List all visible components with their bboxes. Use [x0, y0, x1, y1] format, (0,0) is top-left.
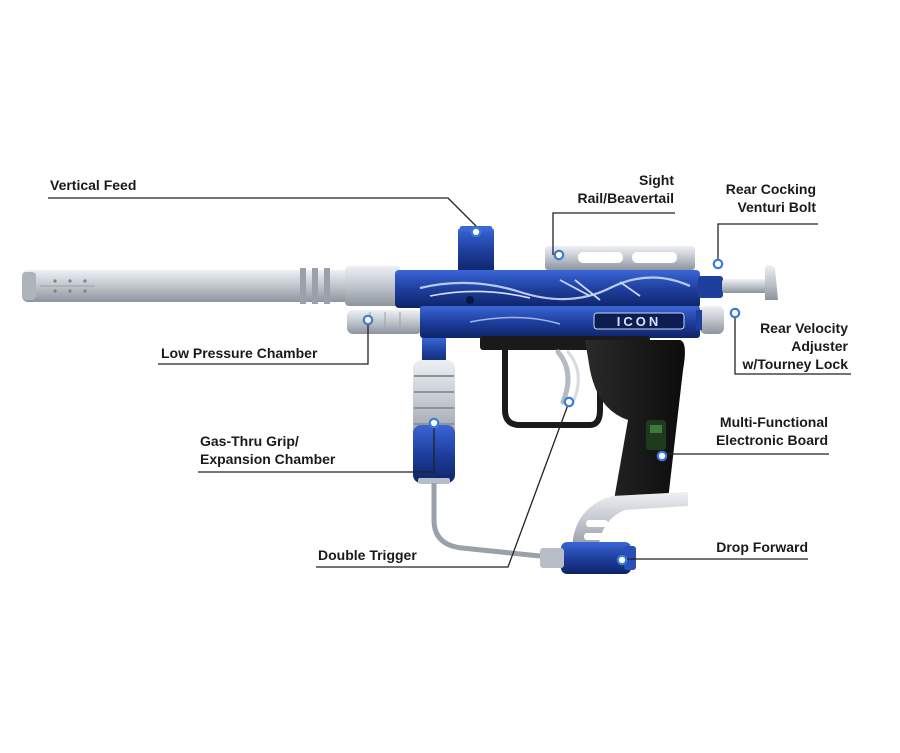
callout-dot-gas-thru-grip	[428, 417, 440, 429]
callout-dots	[362, 226, 741, 566]
label-line: Gas-Thru Grip/	[200, 433, 299, 449]
label-rear-velocity: Rear Velocity Adjuster w/Tourney Lock	[742, 319, 848, 373]
drop-forward	[540, 492, 688, 574]
callout-dot-sight-rail	[553, 249, 565, 261]
label-line: Venturi Bolt	[737, 199, 816, 215]
callout-line-sight-rail	[552, 212, 675, 255]
callout-line-low-pressure	[158, 322, 369, 365]
label-electronic-board: Multi-Functional Electronic Board	[716, 413, 828, 449]
callout-dot-rear-cocking	[712, 258, 724, 270]
callout-dot-vertical-feed	[470, 226, 482, 238]
label-drop-forward: Drop Forward	[716, 538, 808, 556]
gun-body: ICON	[395, 270, 700, 338]
callout-dot-drop-forward	[616, 554, 628, 566]
rear-bolt-assembly	[696, 265, 778, 334]
label-line: Drop Forward	[716, 539, 808, 555]
label-line: Electronic Board	[715, 432, 828, 448]
low-pressure-chamber	[347, 310, 422, 334]
label-line: Double Trigger	[318, 547, 417, 563]
callout-dot-rear-velocity	[729, 307, 741, 319]
label-low-pressure: Low Pressure Chamber	[161, 344, 317, 362]
callout-dot-electronic-board	[656, 450, 668, 462]
callout-line-vertical-feed	[48, 197, 477, 227]
callout-dot-low-pressure	[362, 314, 374, 326]
label-line: Multi-Functional	[719, 414, 828, 430]
label-line: Adjuster	[791, 338, 848, 354]
callout-line-gas-thru-grip	[198, 425, 435, 473]
callout-lines	[48, 197, 851, 568]
label-line: Rear Velocity	[760, 320, 848, 336]
callout-line-double-trigger	[316, 401, 570, 568]
label-rear-cocking: Rear Cocking Venturi Bolt	[726, 180, 816, 216]
label-line: Rear Cocking	[725, 181, 816, 197]
callout-line-rear-velocity	[734, 313, 851, 375]
gas-hose	[431, 483, 541, 559]
label-sight-rail: Sight Rail/Beavertail	[578, 171, 675, 207]
label-line: Sight	[639, 172, 674, 188]
label-gas-thru-grip: Gas-Thru Grip/ Expansion Chamber	[200, 432, 335, 468]
label-line: Vertical Feed	[50, 177, 137, 193]
callout-dot-double-trigger	[563, 396, 575, 408]
sight-rail	[545, 246, 695, 270]
label-line: Rail/Beavertail	[577, 190, 675, 206]
callout-line-rear-cocking	[717, 223, 818, 264]
label-vertical-feed: Vertical Feed	[50, 176, 136, 194]
barrel	[22, 266, 402, 306]
label-line: w/Tourney Lock	[742, 356, 848, 372]
brand-text: ICON	[617, 314, 662, 329]
label-line: Expansion Chamber	[200, 451, 336, 467]
label-double-trigger: Double Trigger	[318, 546, 417, 564]
label-line: Low Pressure Chamber	[161, 345, 318, 361]
